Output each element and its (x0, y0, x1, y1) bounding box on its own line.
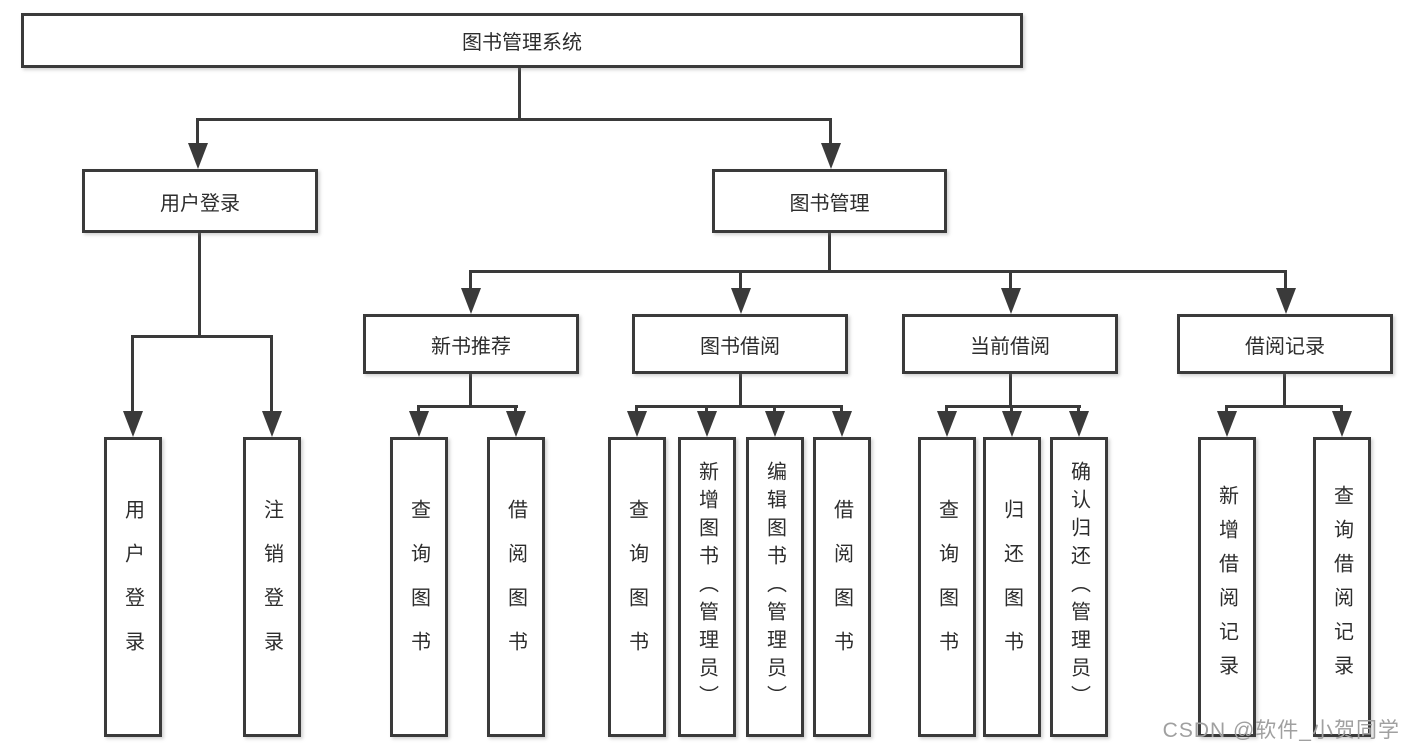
connector-line (635, 405, 843, 408)
leaf-query-borrow-record: 查询借阅记录 (1313, 437, 1371, 737)
leaf-query-book-borrow: 查询图书 (608, 437, 666, 737)
connector-line (945, 405, 948, 415)
connector-line (635, 405, 638, 415)
leaf-label: 归还图书 (1000, 499, 1023, 675)
leaf-label: 注销登录 (260, 499, 283, 675)
leaf-edit-book-admin: 编辑图书（管理员） (746, 437, 804, 737)
connector-line (469, 270, 472, 292)
connector-line (1340, 405, 1343, 415)
arrow-down-icon (1001, 288, 1021, 314)
connector-line (840, 405, 843, 415)
leaf-label: 确认归还（管理员） (1067, 461, 1090, 713)
arrow-down-icon (262, 411, 282, 437)
arrow-down-icon (765, 411, 785, 437)
connector-line (469, 374, 472, 405)
connector-line (131, 335, 134, 413)
connector-line (705, 405, 708, 415)
leaf-label: 借阅图书 (504, 499, 527, 675)
leaf-label: 查询图书 (935, 499, 958, 675)
arrow-down-icon (123, 411, 143, 437)
arrow-down-icon (832, 411, 852, 437)
arrow-down-icon (409, 411, 429, 437)
leaf-label: 查询图书 (625, 499, 648, 675)
connector-line (1283, 374, 1286, 405)
node-book-borrow: 图书借阅 (632, 314, 848, 374)
connector-line (773, 405, 776, 415)
connector-line (1225, 405, 1343, 408)
connector-line (1077, 405, 1080, 415)
arrow-down-icon (731, 288, 751, 314)
connector-line (514, 405, 517, 415)
leaf-label: 查询图书 (407, 499, 430, 675)
leaf-logout: 注销登录 (243, 437, 301, 737)
leaf-add-book-admin: 新增图书（管理员） (678, 437, 736, 737)
node-user-login-label: 用户登录 (160, 192, 240, 215)
leaf-return-book: 归还图书 (983, 437, 1041, 737)
leaf-confirm-return-admin: 确认归还（管理员） (1050, 437, 1108, 737)
arrow-down-icon (1332, 411, 1352, 437)
connector-line (1009, 374, 1012, 405)
arrow-down-icon (1276, 288, 1296, 314)
leaf-borrow-book-recommend: 借阅图书 (487, 437, 545, 737)
node-book-management: 图书管理 (712, 169, 947, 233)
arrow-down-icon (937, 411, 957, 437)
connector-line (739, 374, 742, 405)
connector-line (469, 270, 1287, 273)
leaf-label: 新增图书（管理员） (695, 461, 718, 713)
connector-line (417, 405, 420, 415)
leaf-user-login: 用户登录 (104, 437, 162, 737)
node-root: 图书管理系统 (21, 13, 1023, 68)
arrow-down-icon (1069, 411, 1089, 437)
arrow-down-icon (506, 411, 526, 437)
leaf-add-borrow-record: 新增借阅记录 (1198, 437, 1256, 737)
node-borrow-records: 借阅记录 (1177, 314, 1393, 374)
node-book-management-label: 图书管理 (789, 192, 870, 215)
leaf-label: 用户登录 (121, 499, 144, 675)
arrow-down-icon (697, 411, 717, 437)
node-root-label: 图书管理系统 (462, 32, 582, 54)
connector-line (131, 335, 273, 338)
node-new-book-recommend-label: 新书推荐 (431, 335, 511, 358)
connector-line (1284, 270, 1287, 292)
leaf-label: 借阅图书 (830, 499, 853, 675)
leaf-label: 编辑图书（管理员） (763, 461, 786, 713)
arrow-down-icon (188, 143, 208, 169)
connector-line (945, 405, 1081, 408)
connector-line (739, 270, 742, 292)
node-book-borrow-label: 图书借阅 (700, 335, 780, 358)
csdn-watermark: CSDN @软件_小贺同学 (1162, 719, 1400, 742)
node-new-book-recommend: 新书推荐 (363, 314, 579, 374)
connector-line (196, 118, 199, 146)
connector-line (270, 335, 273, 413)
arrow-down-icon (627, 411, 647, 437)
connector-line (1009, 270, 1012, 292)
connector-line (829, 118, 832, 146)
connector-line (198, 233, 201, 335)
connector-line (1225, 405, 1228, 415)
connector-line (1010, 405, 1013, 415)
arrow-down-icon (1002, 411, 1022, 437)
node-user-login: 用户登录 (82, 169, 318, 233)
leaf-query-book-current: 查询图书 (918, 437, 976, 737)
connector-line (828, 233, 831, 272)
connector-line (518, 68, 521, 118)
leaf-borrow-book: 借阅图书 (813, 437, 871, 737)
node-current-borrow-label: 当前借阅 (970, 335, 1050, 358)
arrow-down-icon (461, 288, 481, 314)
node-current-borrow: 当前借阅 (902, 314, 1118, 374)
leaf-query-book-recommend: 查询图书 (390, 437, 448, 737)
node-borrow-records-label: 借阅记录 (1245, 335, 1325, 358)
leaf-label: 查询借阅记录 (1330, 485, 1353, 689)
leaf-label: 新增借阅记录 (1215, 485, 1238, 689)
connector-line (196, 118, 832, 121)
connector-line (417, 405, 518, 408)
arrow-down-icon (1217, 411, 1237, 437)
arrow-down-icon (821, 143, 841, 169)
